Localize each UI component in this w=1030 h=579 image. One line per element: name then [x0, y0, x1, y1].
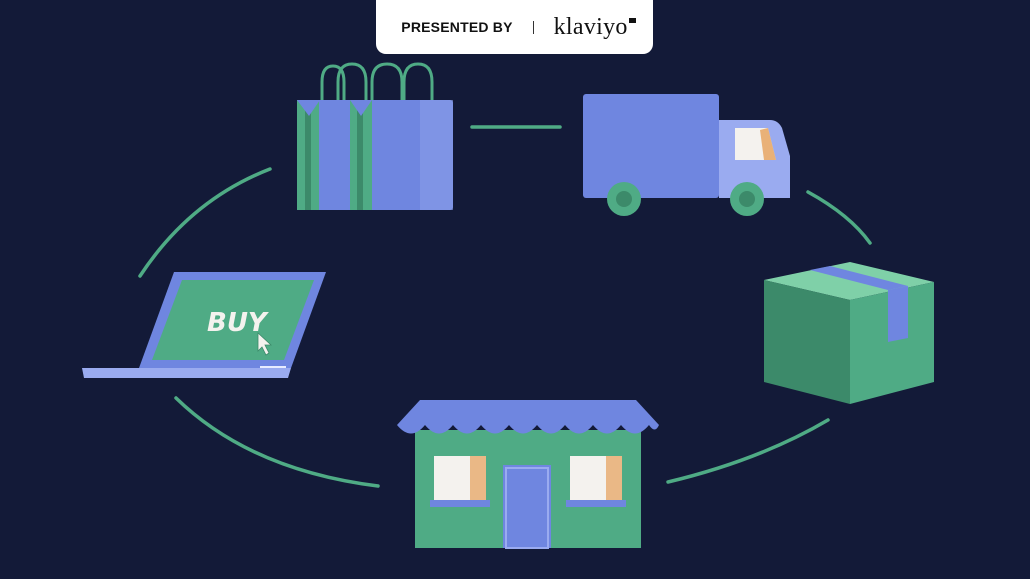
shopping-bag-icon — [297, 62, 453, 210]
cursor-icon — [257, 332, 273, 356]
presented-by-badge: PRESENTED BY klaviyo — [376, 0, 653, 54]
badge-divider — [532, 20, 534, 34]
arc-box-to-store — [666, 418, 830, 484]
storefront-icon — [397, 400, 659, 549]
brand-name: klaviyo — [553, 13, 628, 40]
package-box-icon — [764, 262, 934, 404]
delivery-truck-icon — [583, 94, 790, 216]
brand-flag-icon — [628, 17, 636, 23]
laptop-icon: BUY — [82, 272, 326, 378]
arc-laptop-to-bag — [138, 167, 272, 278]
arc-truck-to-box — [806, 190, 872, 245]
laptop-screen-text: BUY — [207, 308, 270, 338]
arc-store-to-laptop — [174, 396, 380, 488]
presented-by-label: PRESENTED BY — [401, 19, 513, 35]
brand-logo: klaviyo — [553, 13, 636, 41]
cycle-arcs — [138, 125, 872, 488]
